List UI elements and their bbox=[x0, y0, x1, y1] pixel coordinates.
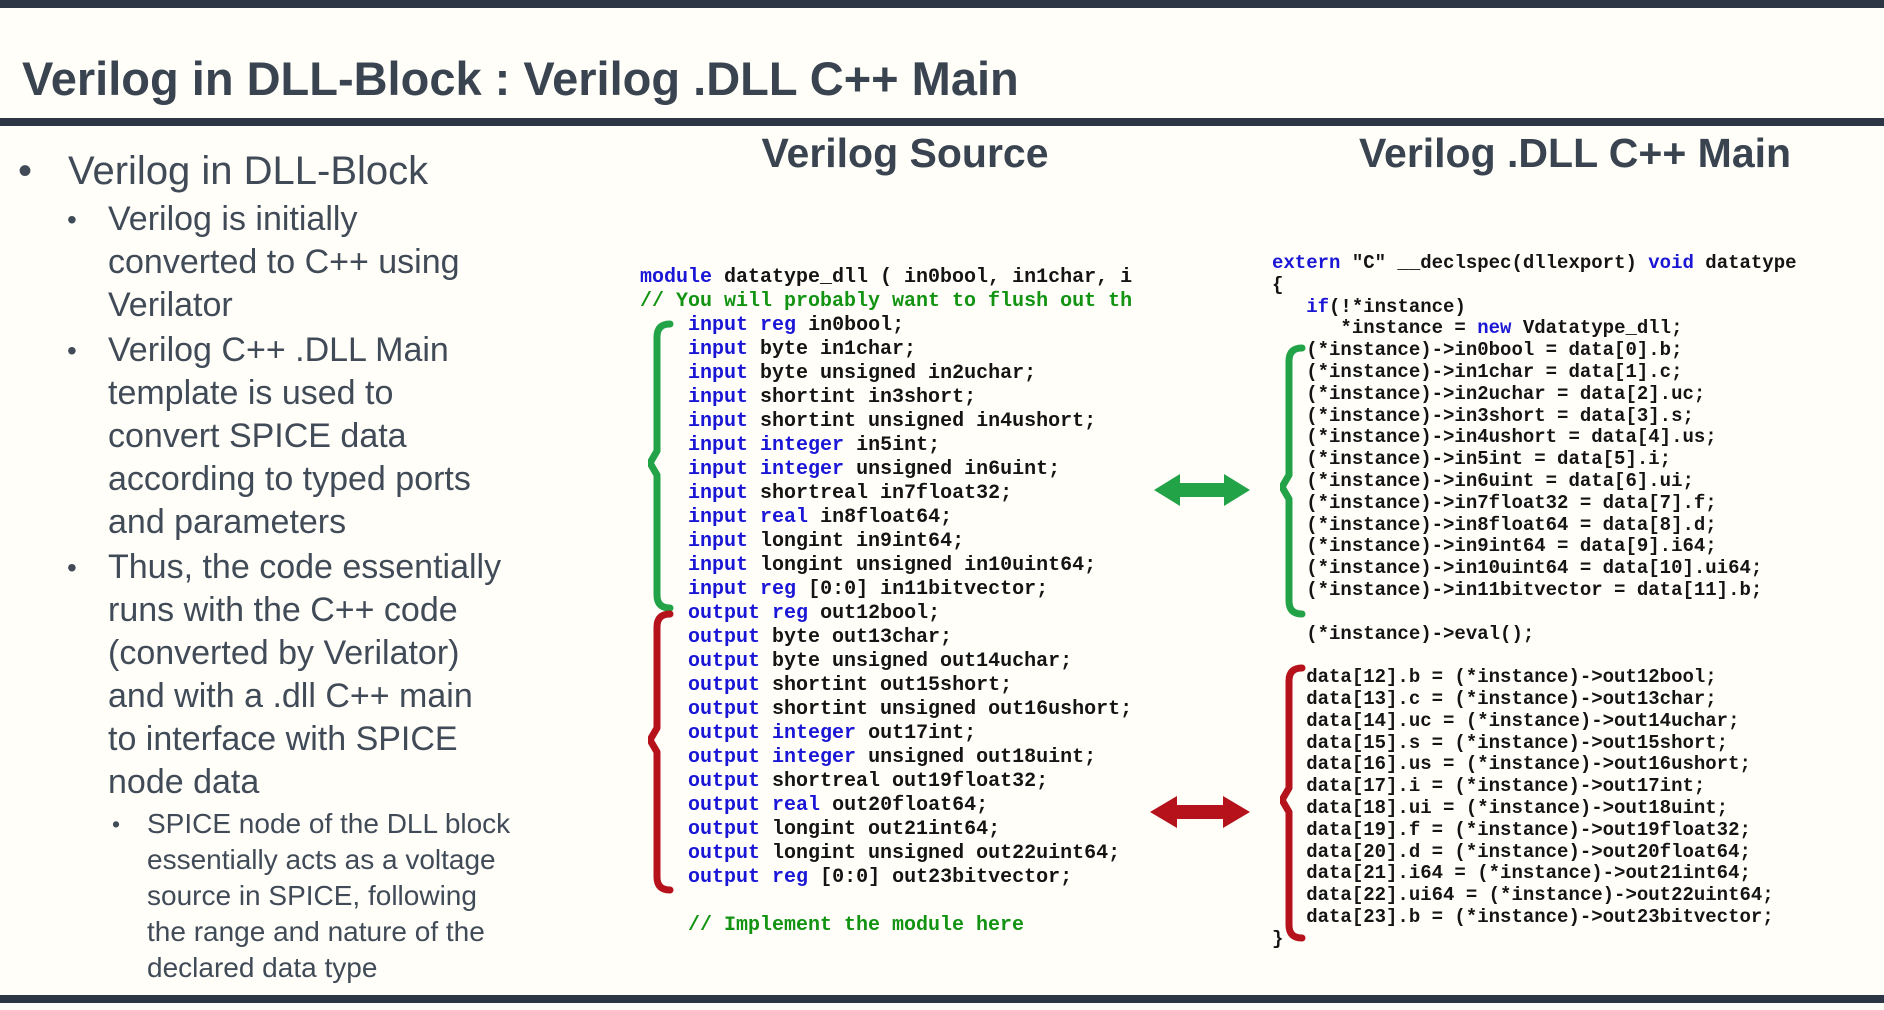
bullet-dot: • bbox=[67, 204, 77, 235]
code-line: if(!*instance) bbox=[1306, 295, 1466, 318]
verilog-input-ports-brace bbox=[648, 320, 674, 612]
bullet-text: Verilog C++ .DLL Main template is used t… bbox=[108, 331, 471, 541]
cpp-input-assign-brace bbox=[1280, 344, 1306, 618]
code-line: input byte unsigned in2uchar; bbox=[688, 362, 1037, 385]
outputs-mapping-arrow-icon bbox=[1150, 796, 1250, 828]
code-line: output longint unsigned out22uint64; bbox=[688, 842, 1121, 865]
cpp-main-code: extern "C" __declspec(dllexport) void da… bbox=[1272, 253, 1884, 951]
code-line: data[19].f = (*instance)->out19float32; bbox=[1272, 818, 1751, 841]
code-line: (*instance)->in0bool = data[0].b; bbox=[1272, 339, 1683, 362]
code-line: data[23].b = (*instance)->out23bitvector… bbox=[1272, 905, 1774, 928]
code-line: (*instance)->in11bitvector = data[11].b; bbox=[1272, 578, 1763, 601]
bullet-l1: • Verilog in DLL-Block bbox=[18, 146, 580, 196]
slide-title: Verilog in DLL-Block : Verilog .DLL C++ … bbox=[22, 52, 1019, 106]
code-line: (*instance)->in5int = data[5].i; bbox=[1272, 448, 1672, 471]
code-line: data[15].s = (*instance)->out15short; bbox=[1272, 731, 1729, 754]
title-underline-rule bbox=[0, 118, 1884, 126]
code-line: module datatype_dll ( in0bool, in1char, … bbox=[640, 266, 1133, 289]
code-line: output reg out12bool; bbox=[688, 602, 941, 625]
code-line: (*instance)->in7float32 = data[7].f; bbox=[1272, 491, 1717, 514]
bullet-l2-runs: • Thus, the code essentially runs with t… bbox=[18, 546, 580, 804]
code-line: // You will probably want to flush out t… bbox=[640, 290, 1133, 313]
code-line: output real out20float64; bbox=[688, 794, 989, 817]
code-line: input byte in1char; bbox=[688, 338, 917, 361]
bottom-accent-rule bbox=[0, 995, 1884, 1003]
code-line: output integer out17int; bbox=[688, 722, 977, 745]
bullet-dot: • bbox=[112, 811, 121, 837]
code-line: output shortint unsigned out16ushort; bbox=[688, 698, 1133, 721]
code-line bbox=[1272, 645, 1884, 667]
code-line bbox=[640, 890, 1132, 914]
code-line: (*instance)->in3short = data[3].s; bbox=[1272, 404, 1694, 427]
code-line: data[16].us = (*instance)->out16ushort; bbox=[1272, 753, 1751, 776]
code-line: input longint unsigned in10uint64; bbox=[688, 554, 1097, 577]
code-line: data[20].d = (*instance)->out20float64; bbox=[1272, 840, 1751, 863]
code-line: data[14].uc = (*instance)->out14uchar; bbox=[1272, 709, 1740, 732]
code-line: input integer unsigned in6uint; bbox=[688, 458, 1061, 481]
bullet-text: Thus, the code essentially runs with the… bbox=[108, 548, 502, 801]
code-line: input integer in5int; bbox=[688, 434, 941, 457]
code-line: input shortreal in7float32; bbox=[688, 482, 1013, 505]
bullet-dot: • bbox=[67, 552, 77, 583]
bullet-dot: • bbox=[18, 149, 33, 193]
code-line: } bbox=[1272, 927, 1284, 950]
code-line: input reg [0:0] in11bitvector; bbox=[688, 578, 1049, 601]
code-line: output reg [0:0] out23bitvector; bbox=[688, 866, 1073, 889]
code-line: (*instance)->in6uint = data[6].ui; bbox=[1272, 469, 1694, 492]
bullet-l2-verilator: • Verilog is initially converted to C++ … bbox=[18, 198, 580, 327]
bullet-l3-spice-node: • SPICE node of the DLL block essentiall… bbox=[18, 806, 580, 986]
code-line: output integer unsigned out18uint; bbox=[688, 746, 1097, 769]
code-line: output byte out13char; bbox=[688, 626, 953, 649]
code-line: (*instance)->in9int64 = data[9].i64; bbox=[1272, 535, 1717, 558]
code-line: data[21].i64 = (*instance)->out21int64; bbox=[1272, 862, 1751, 885]
code-line: input longint in9int64; bbox=[688, 530, 965, 553]
bullet-dot: • bbox=[67, 335, 77, 366]
code-line: (*instance)->in1char = data[1].c; bbox=[1272, 360, 1683, 383]
bullet-text: SPICE node of the DLL block essentially … bbox=[147, 808, 511, 983]
code-line: data[22].ui64 = (*instance)->out22uint64… bbox=[1272, 884, 1774, 907]
top-accent-bar bbox=[0, 0, 1884, 8]
inputs-mapping-arrow-icon bbox=[1154, 474, 1250, 506]
code-line: output shortreal out19float32; bbox=[688, 770, 1049, 793]
bullet-text: Verilog is initially converted to C++ us… bbox=[108, 200, 460, 324]
code-line: (*instance)->in2uchar = data[2].uc; bbox=[1272, 382, 1706, 405]
code-line: input reg in0bool; bbox=[688, 314, 905, 337]
verilog-source-code: module datatype_dll ( in0bool, in1char, … bbox=[640, 266, 1132, 938]
code-line: { bbox=[1272, 273, 1284, 296]
code-line: data[17].i = (*instance)->out17int; bbox=[1272, 775, 1706, 798]
bullet-list: • Verilog in DLL-Block • Verilog is init… bbox=[18, 146, 580, 986]
code-line: output shortint out15short; bbox=[688, 674, 1013, 697]
code-line: data[18].ui = (*instance)->out18uint; bbox=[1272, 796, 1729, 819]
verilog-output-ports-brace bbox=[648, 610, 674, 894]
bullet-l2-template: • Verilog C++ .DLL Main template is used… bbox=[18, 329, 580, 544]
code-line: input shortint unsigned in4ushort; bbox=[688, 410, 1097, 433]
code-line: (*instance)->eval(); bbox=[1272, 622, 1535, 645]
code-line: data[12].b = (*instance)->out12bool; bbox=[1272, 666, 1717, 689]
code-line: // Implement the module here bbox=[640, 914, 1025, 937]
code-line: (*instance)->in8float64 = data[8].d; bbox=[1272, 513, 1717, 536]
cpp-output-assign-brace bbox=[1280, 664, 1306, 942]
code-line: output byte unsigned out14uchar; bbox=[688, 650, 1073, 673]
code-line: (*instance)->in10uint64 = data[10].ui64; bbox=[1272, 557, 1763, 580]
bullet-text: Verilog in DLL-Block bbox=[68, 149, 429, 193]
code-line: data[13].c = (*instance)->out13char; bbox=[1272, 687, 1717, 710]
code-line: extern "C" __declspec(dllexport) void da… bbox=[1272, 253, 1797, 274]
code-line: *instance = new Vdatatype_dll; bbox=[1272, 317, 1683, 340]
verilog-source-heading: Verilog Source bbox=[761, 130, 1049, 176]
code-line: (*instance)->in4ushort = data[4].us; bbox=[1272, 426, 1717, 449]
cpp-main-heading: Verilog .DLL C++ Main bbox=[1358, 130, 1792, 176]
code-line: input shortint in3short; bbox=[688, 386, 977, 409]
code-line: input real in8float64; bbox=[688, 506, 953, 529]
code-line bbox=[1272, 602, 1884, 624]
code-line: output longint out21int64; bbox=[688, 818, 1001, 841]
